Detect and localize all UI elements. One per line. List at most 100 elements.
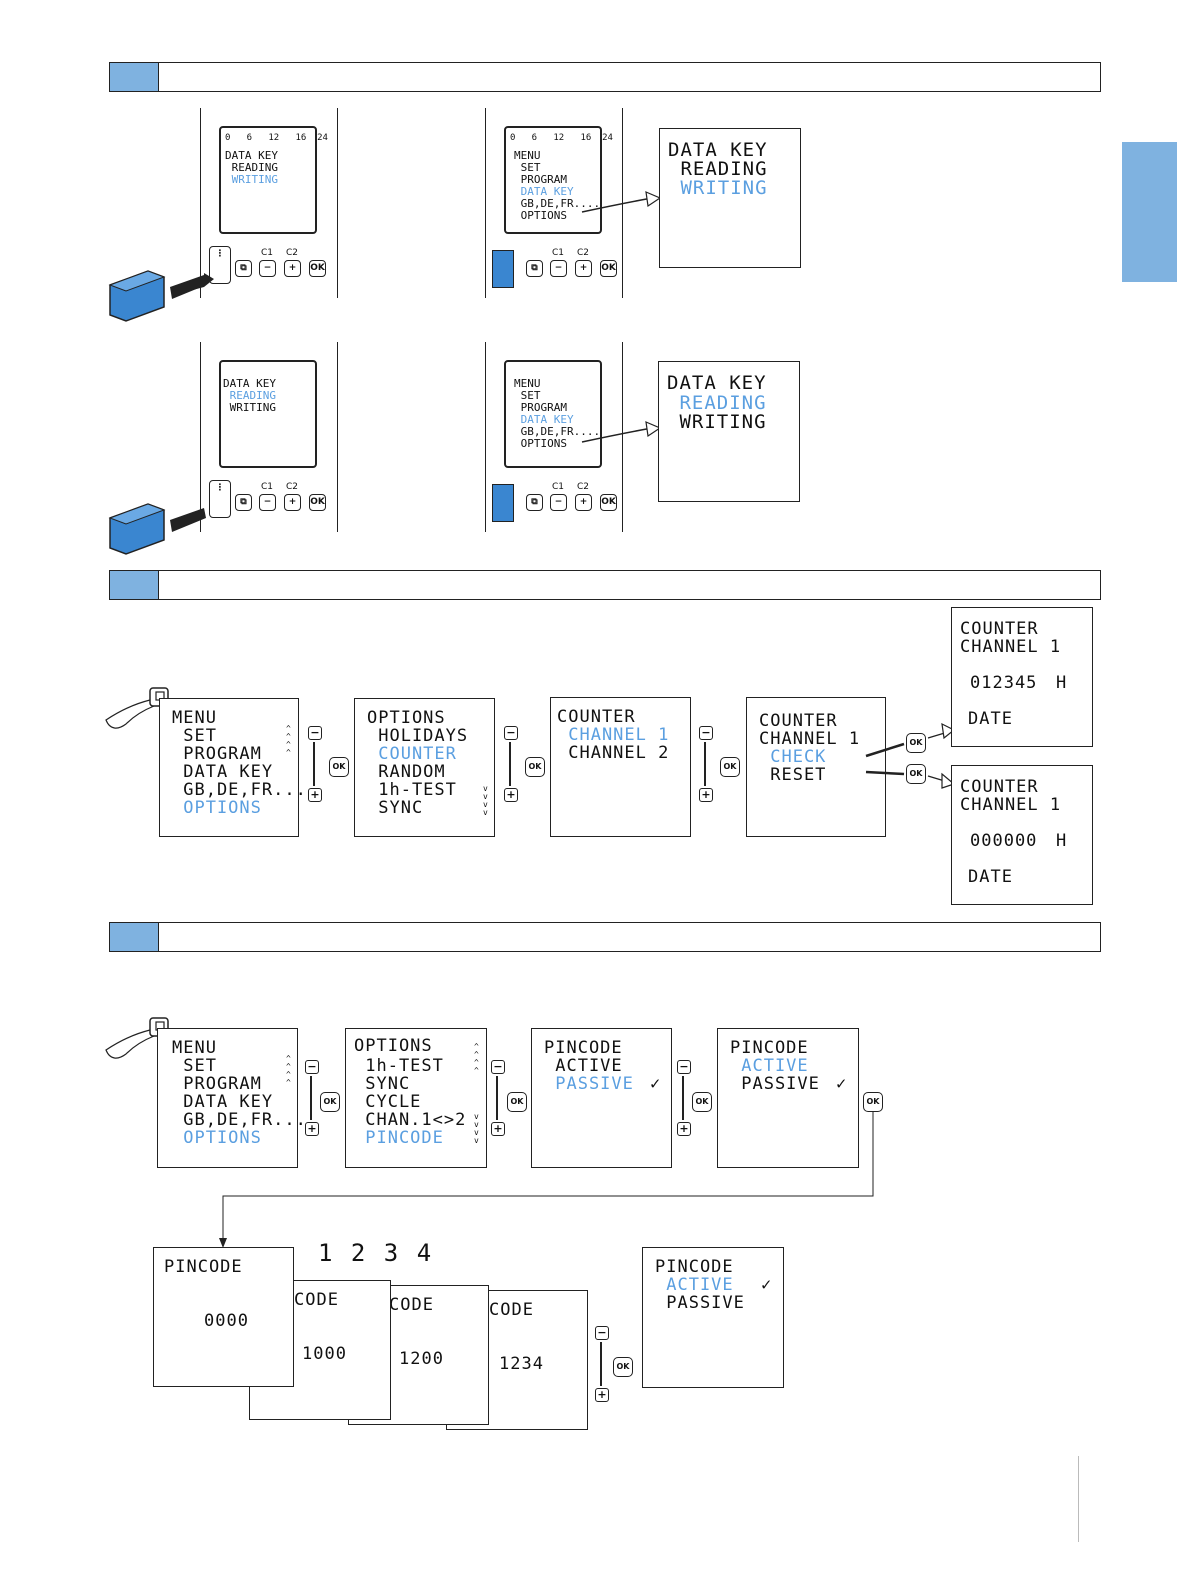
c2-label: C2	[577, 248, 590, 258]
minus-button[interactable]: −	[550, 260, 567, 277]
zoom-arrow-icon	[581, 421, 662, 443]
ok-button[interactable]: OK	[320, 1092, 340, 1112]
display-line: PASSIVE	[655, 1293, 745, 1313]
display-line: SET	[514, 161, 541, 174]
display-line: MENU	[172, 1038, 217, 1058]
display-line: GB,DE,FR....	[514, 425, 601, 438]
plus-button[interactable]: +	[504, 788, 518, 802]
device-display: 0 6 12 16 24 MENU SET PROGRAM DATA KEY G…	[504, 126, 613, 234]
display-line: DATA KEY	[172, 762, 274, 782]
plus-button[interactable]: +	[595, 1388, 609, 1402]
ok-button[interactable]: OK	[906, 733, 926, 753]
minus-button[interactable]: −	[491, 1060, 505, 1074]
device-unit: 0 6 12 16 24 MENU SET PROGRAM DATA KEY G…	[485, 108, 623, 298]
updown-arrow-icon	[496, 1076, 498, 1120]
ok-button[interactable]: OK	[600, 260, 617, 277]
minus-button[interactable]: −	[308, 726, 322, 740]
ok-button[interactable]: OK	[863, 1092, 883, 1112]
device-display: MENU SET PROGRAM DATA KEY GB,DE,FR.... O…	[504, 360, 602, 468]
datakey-slot[interactable]: ⋮	[209, 246, 231, 284]
display-line: MENU	[514, 149, 541, 162]
display-line: WRITING	[225, 173, 278, 186]
ok-button[interactable]: OK	[309, 260, 326, 277]
plus-button[interactable]: +	[491, 1122, 505, 1136]
section-bar-tab	[110, 923, 159, 951]
scroll-up-icon: ^^^^	[474, 1042, 479, 1075]
check-icon: ✓	[761, 1275, 773, 1295]
flow-connector	[219, 1112, 874, 1248]
options-screen: OPTIONS 1h-TEST SYNC CYCLE CHAN.1<>2 PIN…	[345, 1028, 487, 1168]
c1-label: C1	[261, 248, 274, 258]
display-line: COUNTER	[960, 777, 1039, 797]
minus-button[interactable]: −	[677, 1060, 691, 1074]
device-display: DATA KEY READING WRITING	[219, 360, 317, 468]
menu-button[interactable]: ⧉	[235, 260, 252, 277]
check-icon: ✓	[650, 1074, 662, 1094]
display-line: WRITING	[668, 177, 768, 199]
updown-arrow-icon	[509, 742, 511, 786]
ok-button[interactable]: OK	[906, 764, 926, 784]
display-line: DATA KEY	[667, 372, 767, 394]
display-line: DATE	[968, 867, 1013, 887]
ok-button[interactable]: OK	[720, 757, 740, 777]
zoom-screen: DATA KEY READING WRITING	[659, 128, 801, 268]
updown-arrow-icon	[600, 1342, 602, 1386]
plus-button[interactable]: +	[284, 494, 301, 511]
ok-button[interactable]: OK	[309, 494, 326, 511]
plus-button[interactable]: +	[699, 788, 713, 802]
counter-check-screen: COUNTER CHANNEL 1 012345 H DATE	[951, 607, 1093, 747]
minus-button[interactable]: −	[305, 1060, 319, 1074]
updown-arrow-icon	[310, 1076, 312, 1120]
counter-reset-screen: COUNTER CHANNEL 1 000000 H DATE	[951, 765, 1093, 905]
display-line: MENU	[514, 377, 541, 390]
display-line: DATA KEY	[225, 149, 278, 162]
pin-value: 1200	[399, 1349, 444, 1369]
minus-button[interactable]: −	[550, 494, 567, 511]
display-line: PASSIVE	[544, 1074, 634, 1094]
pincode-screen: PINCODE ACTIVE PASSIVE ✓	[531, 1028, 672, 1168]
updown-arrow-icon	[682, 1076, 684, 1120]
minus-button[interactable]: −	[259, 494, 276, 511]
ok-button[interactable]: OK	[525, 757, 545, 777]
minus-button[interactable]: −	[259, 260, 276, 277]
display-line: RESET	[759, 765, 827, 785]
minus-button[interactable]: −	[595, 1326, 609, 1340]
plus-button[interactable]: +	[284, 260, 301, 277]
minus-button[interactable]: −	[699, 726, 713, 740]
display-line: CODE	[294, 1290, 339, 1310]
ok-button[interactable]: OK	[692, 1092, 712, 1112]
channel-screen: COUNTER CHANNEL 1 CHECK RESET	[746, 697, 886, 837]
ok-button[interactable]: OK	[507, 1092, 527, 1112]
display-line: READING	[668, 158, 768, 180]
display-line: PROGRAM	[172, 744, 262, 764]
display-line: ACTIVE	[655, 1275, 734, 1295]
display-line: OPTIONS	[514, 209, 567, 222]
options-screen: OPTIONS HOLIDAYS COUNTER RANDOM 1h-TEST …	[354, 698, 495, 837]
datakey-slot[interactable]: ⋮	[209, 480, 231, 518]
menu-button[interactable]: ⧉	[526, 494, 543, 511]
ok-button[interactable]: OK	[613, 1357, 633, 1377]
ok-button[interactable]: OK	[329, 757, 349, 777]
ok-button[interactable]: OK	[600, 494, 617, 511]
menu-button[interactable]: ⧉	[235, 494, 252, 511]
display-line: CHECK	[759, 747, 827, 767]
datakey-icon	[108, 270, 214, 322]
menu-button[interactable]: ⧉	[526, 260, 543, 277]
counter-screen: COUNTER CHANNEL 1 CHANNEL 2	[550, 697, 691, 837]
minus-button[interactable]: −	[504, 726, 518, 740]
display-line: PINCODE	[730, 1038, 809, 1058]
section-bar-3	[109, 922, 1101, 952]
display-line: DATA KEY	[172, 1092, 274, 1112]
display-line: MENU	[172, 708, 217, 728]
plus-button[interactable]: +	[677, 1122, 691, 1136]
plus-button[interactable]: +	[575, 260, 592, 277]
plus-button[interactable]: +	[575, 494, 592, 511]
display-line: COUNTER	[960, 619, 1039, 639]
plus-button[interactable]: +	[305, 1122, 319, 1136]
display-line: PASSIVE	[730, 1074, 820, 1094]
plus-button[interactable]: +	[308, 788, 322, 802]
display-line: CHANNEL 1	[960, 637, 1062, 657]
display-line: DATA KEY	[514, 185, 574, 198]
display-line: PINCODE	[544, 1038, 623, 1058]
